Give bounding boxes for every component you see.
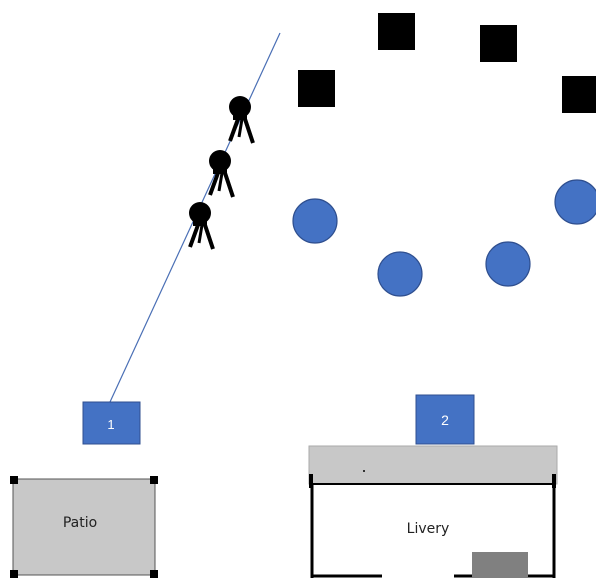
blue-circle-icon bbox=[292, 198, 338, 244]
black-square-icon bbox=[378, 13, 415, 50]
livery-building: Livery bbox=[308, 445, 558, 578]
black-square-icon bbox=[298, 70, 335, 107]
patio-corner bbox=[10, 476, 18, 484]
standing-figure-icon bbox=[188, 202, 215, 250]
patio-area bbox=[12, 478, 156, 576]
livery-dot bbox=[363, 470, 365, 472]
marker-1-box bbox=[82, 401, 141, 445]
marker-1: 1 bbox=[82, 401, 141, 445]
livery-door-block bbox=[472, 552, 528, 578]
blue-circle-icon bbox=[377, 251, 423, 297]
blue-circle-icon bbox=[554, 179, 596, 225]
patio-label: Patio bbox=[63, 515, 97, 531]
black-square-icon bbox=[562, 76, 596, 113]
marker-1-label: 1 bbox=[107, 417, 114, 432]
standing-figure-icon bbox=[208, 150, 235, 198]
livery-roof bbox=[308, 445, 558, 485]
patio-building: Patio bbox=[10, 476, 158, 578]
livery-post bbox=[309, 474, 313, 488]
standing-figure-icon bbox=[228, 96, 255, 144]
patio-corner bbox=[150, 570, 158, 578]
livery-post bbox=[552, 474, 556, 488]
marker-2-box bbox=[415, 394, 475, 445]
patio-corner bbox=[150, 476, 158, 484]
livery-label: Livery bbox=[407, 521, 450, 537]
patio-corner bbox=[10, 570, 18, 578]
marker-2: 2 bbox=[415, 394, 475, 445]
marker-2-label: 2 bbox=[441, 412, 449, 428]
black-square-icon bbox=[480, 25, 517, 62]
blue-circle-icon bbox=[485, 241, 531, 287]
